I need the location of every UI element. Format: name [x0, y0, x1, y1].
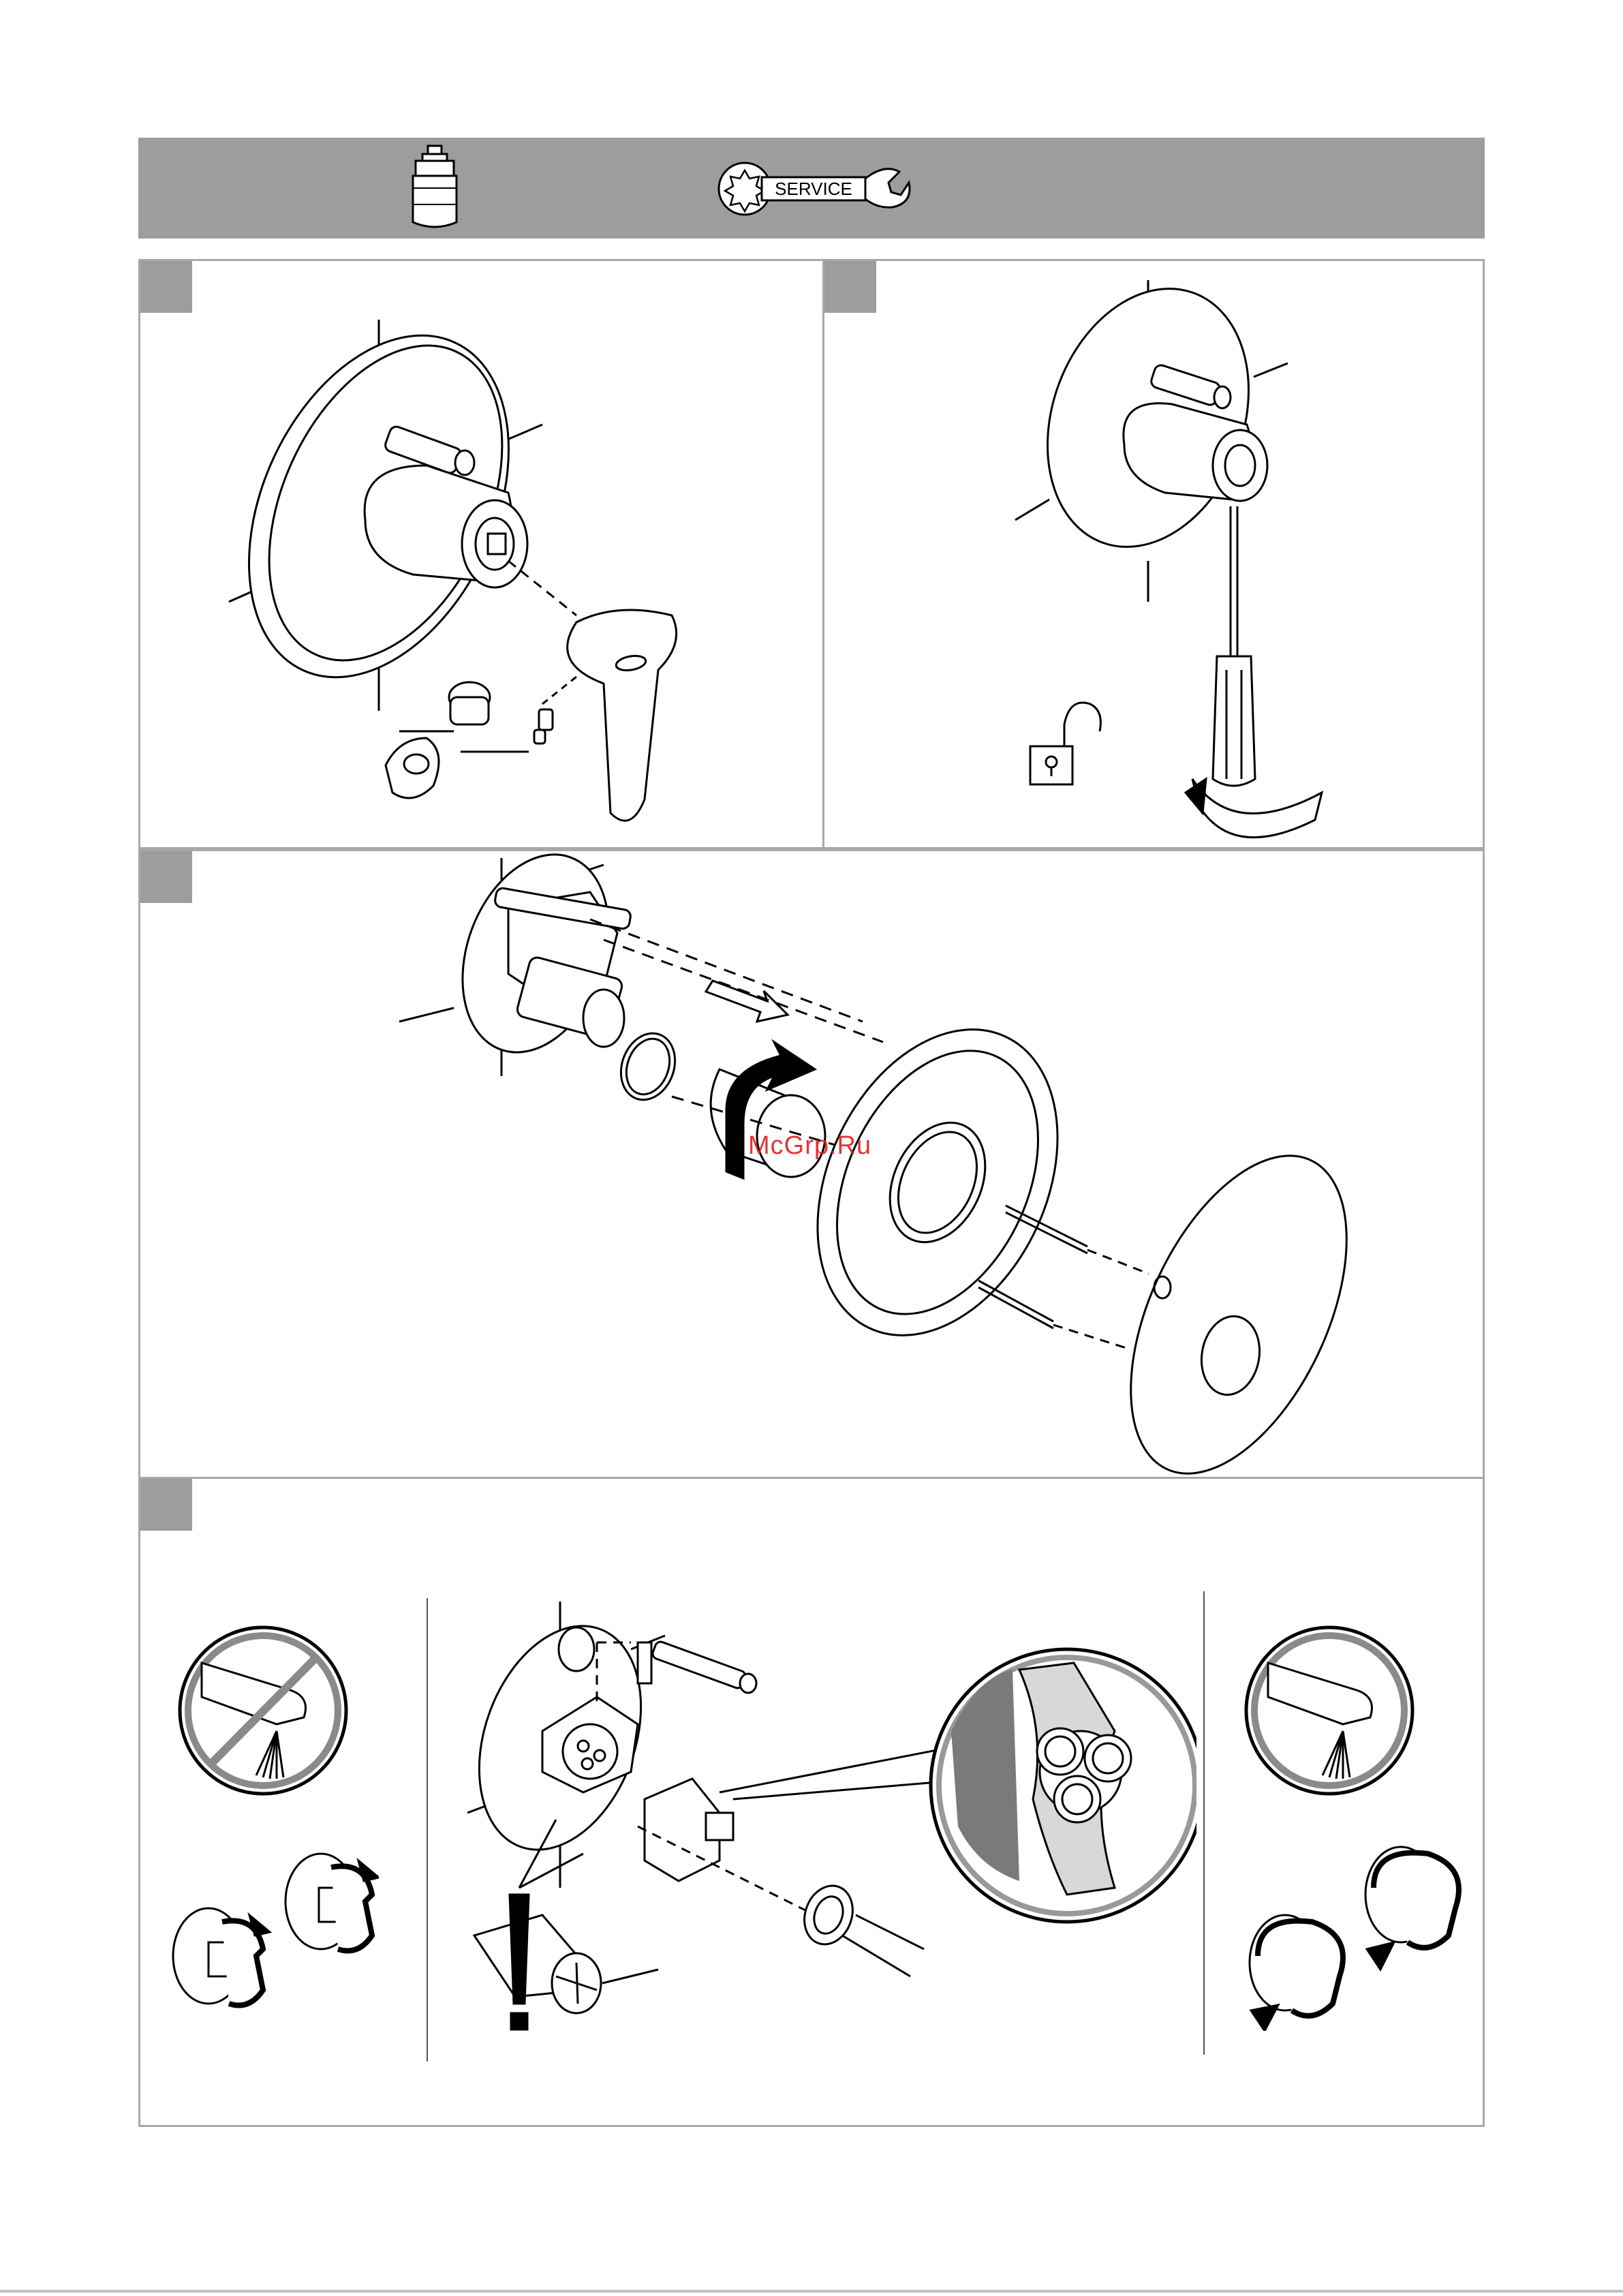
step-4-panel — [138, 1477, 1485, 2127]
step-1-panel — [138, 259, 824, 849]
step-4-tab — [140, 1479, 192, 1531]
trim-disassembly-illustration — [140, 851, 1483, 1477]
water-flow-icon — [1241, 1622, 1418, 1799]
unlock-padlock-icon — [1030, 703, 1100, 784]
cartridge-replacement-illustration — [433, 1595, 1196, 2058]
service-wrench-icon: SERVICE — [714, 158, 912, 219]
handle-removal-illustration — [140, 261, 822, 847]
close-valves-illustration — [161, 1840, 379, 2024]
service-label: SERVICE — [775, 179, 852, 199]
cartridge-icon — [407, 143, 462, 233]
watermark: McGrp.Ru — [748, 1131, 871, 1161]
step-2-panel — [822, 259, 1485, 849]
step-3-panel — [138, 849, 1485, 1479]
open-valves-illustration — [1224, 1826, 1483, 2031]
footer-rule — [0, 2290, 1623, 2293]
right-divider — [1203, 1591, 1205, 2055]
header-bar: SERVICE — [138, 138, 1485, 239]
no-water-flow-icon — [174, 1622, 352, 1799]
unlock-screwdriver-illustration — [824, 261, 1483, 847]
left-divider — [427, 1598, 428, 2062]
